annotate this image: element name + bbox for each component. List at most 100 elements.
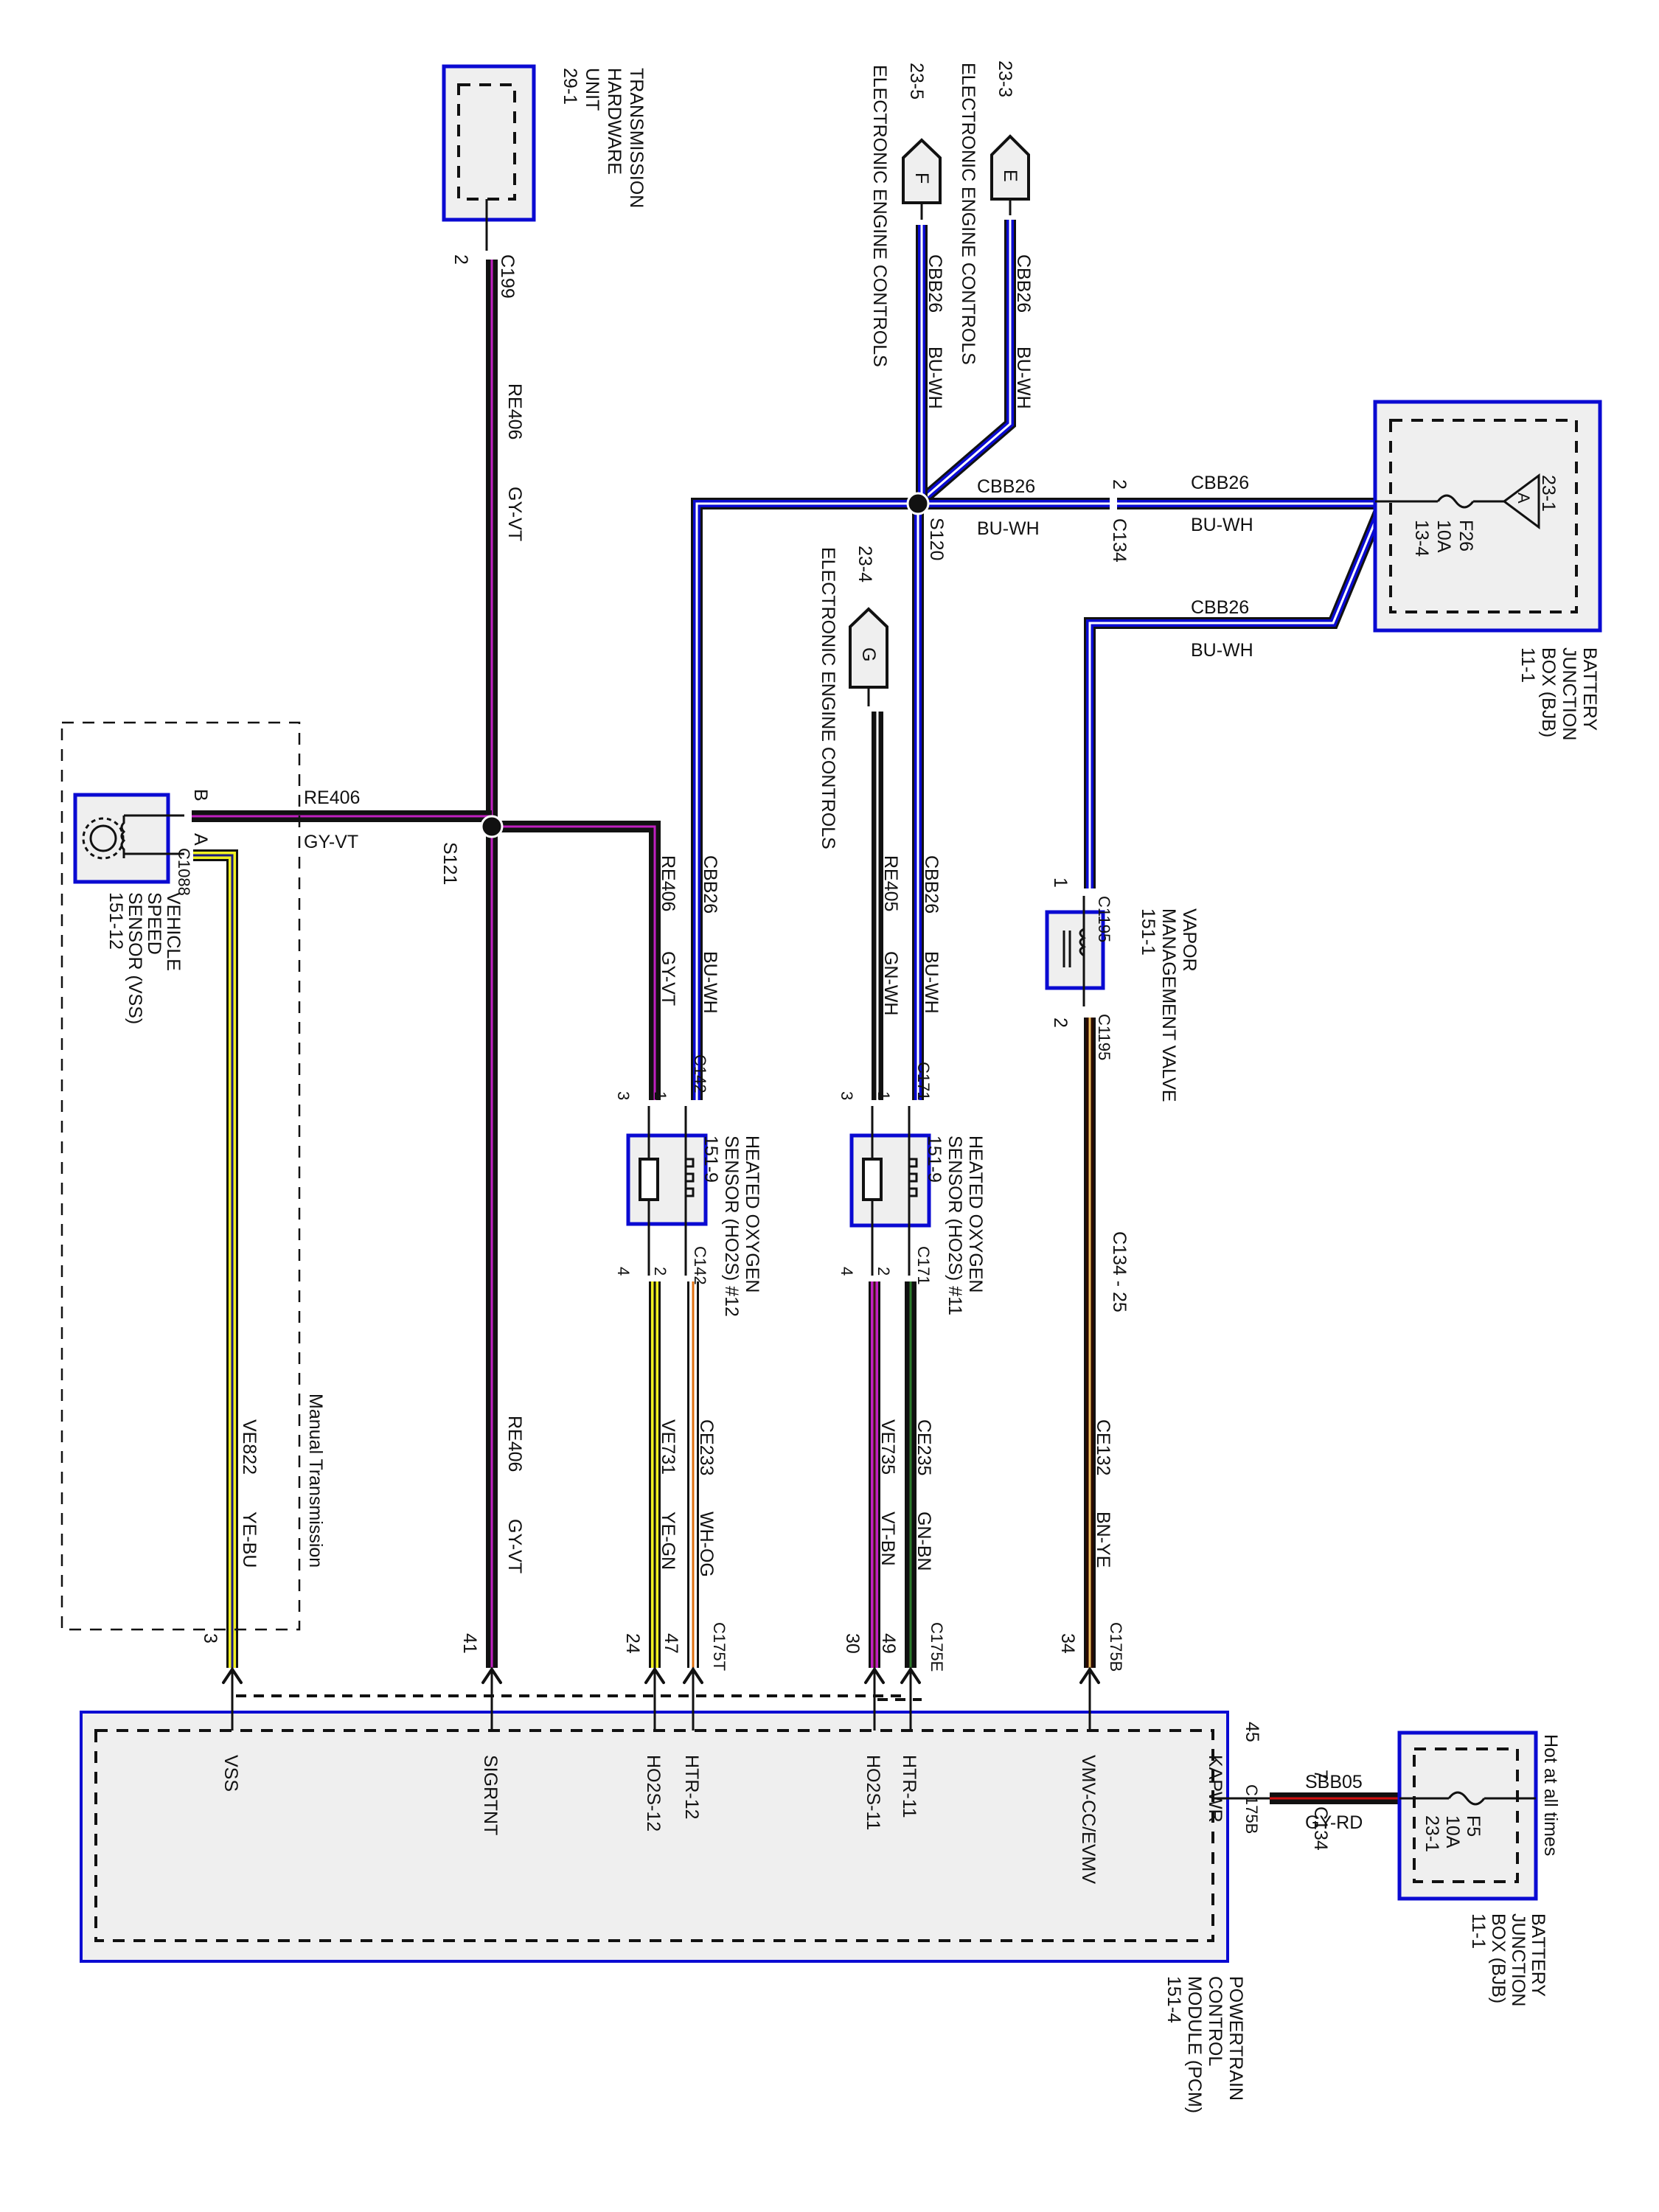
wire-color-label: BU-WH bbox=[925, 347, 945, 409]
vapor-management-valve[interactable]: C1195 C1195 1 2 VAPOR MANAGEMENT VALVE 1… bbox=[1045, 877, 1200, 1102]
pcm-name-2: CONTROL bbox=[1205, 1976, 1225, 2066]
wire-circuit-label: VE731 bbox=[658, 1419, 678, 1475]
wire-circuit-label: CBB26 bbox=[925, 254, 945, 313]
wire-color-label: BU-WH bbox=[977, 518, 1040, 539]
fuse-f26-icon bbox=[1436, 494, 1475, 509]
wire-circuit-label: RE406 bbox=[304, 787, 360, 808]
bjb-top-ref: 23-1 bbox=[1538, 475, 1559, 512]
splice-s120[interactable]: S120 bbox=[906, 492, 947, 560]
pcm-pin-name: SIGRTNT bbox=[480, 1755, 501, 1835]
wire-circuit-label: RE406 bbox=[504, 383, 525, 439]
ho2s-12-name-2: SENSOR (HO2S) #12 bbox=[721, 1135, 742, 1317]
ho2s-11-pin-2: 2 bbox=[874, 1267, 893, 1276]
connector-arrow-icon bbox=[683, 1666, 703, 1684]
ref-tag-g[interactable]: G 23-4 ELECTRONIC ENGINE CONTROLS bbox=[818, 546, 888, 849]
transmission-hardware-unit[interactable]: TRANSMISSION HARDWARE UNIT 29-1 C199 2 bbox=[442, 64, 647, 299]
wire-color-label: GY-VT bbox=[504, 487, 525, 541]
thu-name-line-4: 29-1 bbox=[560, 68, 580, 105]
c134-25-label: C134 - 25 bbox=[1109, 1231, 1130, 1312]
pcm-connector-label: C175T bbox=[710, 1622, 728, 1671]
power-source-triangle-icon bbox=[1502, 473, 1540, 529]
vehicle-speed-sensor[interactable]: C1088 B A VEHICLE SPEED SENSOR (VSS) 151… bbox=[73, 789, 211, 1024]
battery-junction-box-bottom[interactable]: F5 10A 23-1 Hot at all times BATTERY JUN… bbox=[1397, 1731, 1561, 2006]
bjb-top-name-2: JUNCTION bbox=[1559, 647, 1579, 740]
wire-color-label: GY-RD bbox=[1305, 1812, 1363, 1833]
ho2s-11-name-1: HEATED OXYGEN bbox=[965, 1135, 986, 1293]
fuse-f26-page: 13-4 bbox=[1411, 520, 1432, 557]
connector-arrow-icon bbox=[222, 1666, 243, 1684]
c171-bottom-label: C171 bbox=[914, 1246, 933, 1285]
ref-e-letter: E bbox=[1000, 170, 1020, 182]
wire-re406[interactable] bbox=[492, 821, 661, 1100]
splice-s121[interactable]: S121 bbox=[439, 815, 504, 885]
vss-name-2: SPEED bbox=[144, 892, 164, 955]
vmv-name-1: VAPOR bbox=[1179, 908, 1200, 972]
wire-circuit-label: RE406 bbox=[658, 855, 678, 911]
wire-color-label: VT-BN bbox=[877, 1512, 898, 1566]
ho2s-11-sensor[interactable]: HEATED OXYGEN SENSOR (HO2S) #11 151-9 C1… bbox=[838, 1062, 986, 1315]
ref-tag-e[interactable]: E 23-3 ELECTRONIC ENGINE CONTROLS bbox=[958, 60, 1030, 365]
wire-color-label: BU-WH bbox=[700, 951, 720, 1014]
wire-color-label: YE-BU bbox=[239, 1512, 260, 1568]
ref-g-letter: G bbox=[858, 647, 879, 661]
wire-circuit-label: CE233 bbox=[696, 1419, 717, 1475]
wire-color-label: BU-WH bbox=[1191, 515, 1253, 535]
pcm-pin-name-kapwr: KAPWR bbox=[1205, 1755, 1225, 1823]
connector-arrow-icon bbox=[864, 1666, 885, 1684]
wire-cbb26[interactable] bbox=[1084, 501, 1388, 888]
ref-g-label: ELECTRONIC ENGINE CONTROLS bbox=[818, 547, 838, 849]
connector-arrow-icon bbox=[644, 1666, 665, 1684]
manual-transmission-label: Manual Transmission bbox=[305, 1394, 326, 1568]
heater-element-icon bbox=[908, 1158, 918, 1197]
splice-s120-label: S120 bbox=[926, 518, 947, 560]
pcm-pin-number: 47 bbox=[661, 1633, 681, 1654]
wire-cbb26[interactable] bbox=[691, 498, 918, 1100]
splice-s121-label: S121 bbox=[439, 842, 460, 885]
vss-name-4: 151-12 bbox=[105, 892, 126, 950]
pcm-pin-name: HTR-11 bbox=[899, 1755, 919, 1818]
c142-top-label: C142 bbox=[691, 1054, 709, 1093]
c199-label: C199 bbox=[497, 254, 518, 299]
connector-arrow-icon bbox=[481, 1666, 502, 1684]
pcm-connector-label: C175B bbox=[1107, 1622, 1125, 1672]
wire-ve822[interactable] bbox=[193, 849, 238, 1668]
wire-circuit-label: VE735 bbox=[877, 1419, 898, 1475]
ho2s-12-sensor[interactable]: HEATED OXYGEN SENSOR (HO2S) #12 151-9 C1… bbox=[614, 1054, 762, 1317]
coil-icon bbox=[120, 815, 126, 858]
ho2s-12-pin-3: 3 bbox=[614, 1091, 633, 1100]
bjb-top-name-4: 11-1 bbox=[1517, 647, 1538, 683]
ho2s-12-name-1: HEATED OXYGEN bbox=[742, 1135, 762, 1293]
wire-circuit-label: CE132 bbox=[1093, 1419, 1113, 1475]
ref-e-page: 23-3 bbox=[995, 60, 1015, 97]
vmv-pin-1: 1 bbox=[1050, 877, 1071, 888]
hot-at-all-times-label: Hot at all times bbox=[1540, 1734, 1561, 1856]
c1088-label: C1088 bbox=[175, 848, 193, 896]
wire-circuit-label: VE822 bbox=[239, 1419, 260, 1475]
solenoid-icon bbox=[1079, 928, 1086, 957]
wire-color-label: BU-WH bbox=[1191, 640, 1253, 661]
pcm-c175b-kapwr-label: C175B bbox=[1242, 1784, 1261, 1834]
fuse-f5-page: 23-1 bbox=[1422, 1815, 1442, 1852]
ho2s-11-name-3: 151-9 bbox=[924, 1135, 945, 1183]
ref-e-label: ELECTRONIC ENGINE CONTROLS bbox=[958, 63, 978, 365]
wire-circuit-label: CBB26 bbox=[700, 855, 720, 914]
c134-pin-7: 7 bbox=[1310, 1770, 1331, 1780]
oxygen-element-icon bbox=[639, 1158, 659, 1201]
wire-circuit-label: CBB26 bbox=[1013, 254, 1034, 313]
ref-g-page: 23-4 bbox=[855, 546, 875, 582]
ref-tag-f[interactable]: F 23-5 ELECTRONIC ENGINE CONTROLS bbox=[869, 63, 942, 367]
vss-name-3: SENSOR (VSS) bbox=[125, 892, 145, 1024]
wire-cbb26[interactable] bbox=[914, 220, 1016, 509]
c1195-bottom-label: C1195 bbox=[1095, 1014, 1113, 1060]
connector-arrow-icon bbox=[900, 1666, 921, 1684]
vss-pin-b: B bbox=[190, 789, 211, 801]
pcm-pin-name: VMV-CC/EVMV bbox=[1078, 1755, 1099, 1884]
vmv-name-3: 151-1 bbox=[1138, 908, 1158, 956]
fuse-f5-icon bbox=[1447, 1791, 1486, 1806]
pcm-pin-number: 41 bbox=[459, 1633, 480, 1654]
pcm-connector-label: C175E bbox=[928, 1622, 946, 1672]
battery-junction-box-top[interactable]: A 23-1 F26 10A 13-4 BATTERY JUNCTION BOX… bbox=[1373, 400, 1602, 740]
